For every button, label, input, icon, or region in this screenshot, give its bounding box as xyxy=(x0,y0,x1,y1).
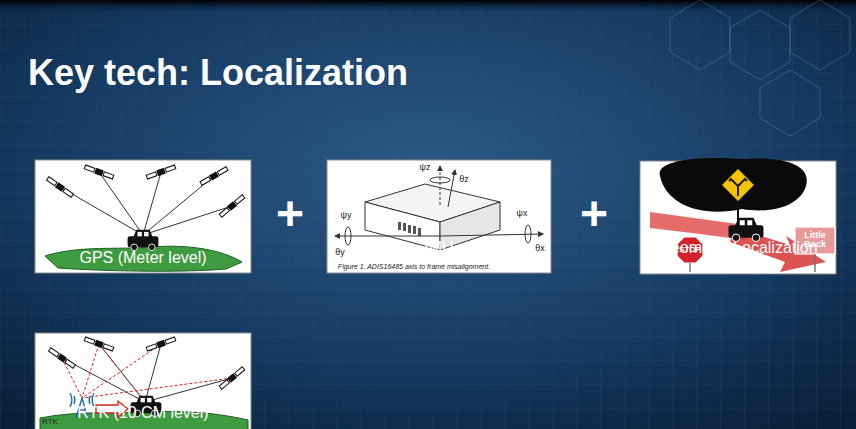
plus-sign: + xyxy=(276,188,304,241)
image-panel: RTK (10 CM level) xyxy=(35,333,251,429)
stop-sign-text: STOP xyxy=(679,246,701,255)
rtk-illustration xyxy=(35,333,251,429)
image-panel: GPS (Meter level) xyxy=(35,160,251,273)
axis-label: ψx xyxy=(517,209,528,219)
station-label: RTK xyxy=(42,418,58,427)
panel-heading: IMU xyxy=(424,239,453,257)
axis-label: θz xyxy=(459,175,469,185)
image-panel: Geometry Localization xyxy=(640,161,836,274)
gps-illustration xyxy=(35,160,251,273)
axis-label: θx xyxy=(535,244,545,254)
axis-label: ψy xyxy=(341,211,352,221)
panel-heading: RTK (10 CM level) xyxy=(77,404,208,422)
road-sign-text: Little Rock xyxy=(796,231,834,250)
top-bar xyxy=(0,0,856,12)
plus-sign: + xyxy=(580,188,608,241)
figure-caption: Figure 1. ADIS16485 axis to frame misali… xyxy=(338,263,490,271)
imu-illustration xyxy=(327,160,551,273)
geometry-illustration xyxy=(640,158,836,274)
slide-title: Key tech: Localization xyxy=(28,52,408,94)
axis-label: θy xyxy=(335,248,345,258)
panel-heading: GPS (Meter level) xyxy=(79,249,206,267)
hex-texture xyxy=(670,0,850,136)
axis-label: ψz xyxy=(420,163,431,173)
